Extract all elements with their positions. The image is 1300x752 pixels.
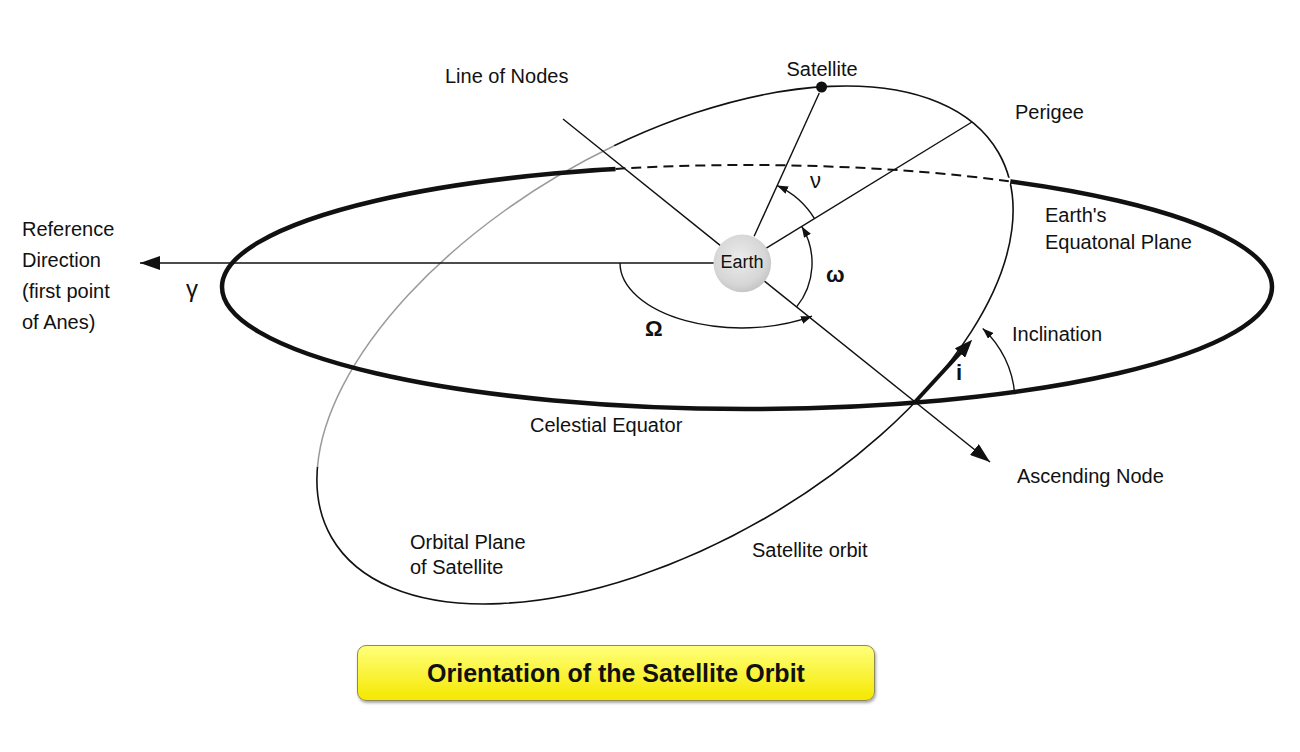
perigee-label: Perigee <box>1015 100 1084 124</box>
ascending-node-label: Ascending Node <box>1017 464 1164 488</box>
inclination-arrow <box>915 351 962 402</box>
equatorial-plane-ellipse <box>222 165 1272 409</box>
true-anomaly-arc <box>777 186 814 219</box>
inclination-symbol: i <box>956 360 962 386</box>
node-label: Satellite <box>783 58 860 81</box>
reference-direction-line <box>140 262 714 264</box>
line-of-nodes-label: Line of Nodes <box>445 64 568 88</box>
satellite-orbit-ellipse <box>232 0 1099 711</box>
earth-circle: Earth <box>713 234 772 293</box>
perigee-argument-symbol: ω <box>826 262 845 288</box>
radius-vector-line <box>754 93 819 236</box>
node-label: Earth <box>720 252 763 273</box>
aries-symbol: γ <box>186 274 198 303</box>
line-of-nodes <box>563 119 720 245</box>
caption-banner: Orientation of the Satellite Orbit <box>357 645 875 701</box>
reference-direction-label: Reference Direction (first point of Anes… <box>22 214 122 338</box>
inclination-arc <box>983 328 1015 394</box>
satellite-dot <box>817 82 828 93</box>
orbital-plane-label: Orbital Plane of Satellite <box>410 530 538 580</box>
raan-symbol: Ω <box>645 316 663 342</box>
inclination-label: Inclination <box>1012 322 1102 346</box>
satellite-point: Satellite <box>783 58 860 93</box>
equatorial-plane-label: Earth's Equatonal Plane <box>1045 202 1197 256</box>
satellite-dot-shape <box>783 81 860 93</box>
satellite-orbit-label: Satellite orbit <box>752 538 868 562</box>
argument-of-perigee-arc <box>797 226 812 307</box>
ascending-node-arrow <box>764 281 990 462</box>
celestial-equator-label: Celestial Equator <box>530 413 682 437</box>
true-anomaly-symbol: ν <box>810 168 821 194</box>
earth-disc <box>713 234 771 292</box>
